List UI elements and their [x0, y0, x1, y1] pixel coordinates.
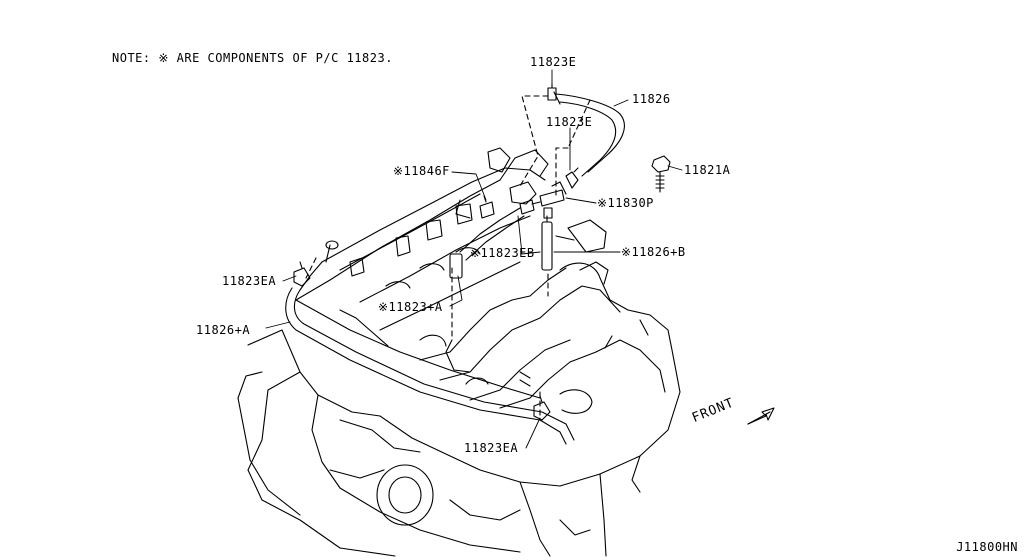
- clip-11823E-mid: [565, 167, 579, 189]
- label-11823E-top: 11823E: [530, 55, 577, 69]
- intake-manifold: [419, 219, 673, 414]
- pcv-valve-11830P: [519, 181, 567, 219]
- dashed-leaders: [305, 95, 591, 421]
- label-11830P: ※11830P: [597, 196, 654, 210]
- label-11846F: ※11846F: [393, 164, 450, 178]
- label-11823EA-left: 11823EA: [222, 274, 277, 288]
- note-text: NOTE: ※ ARE COMPONENTS OF P/C 11823.: [112, 51, 393, 65]
- clip-11823E-top: [547, 83, 557, 101]
- label-11826B: ※11826+B: [621, 245, 686, 259]
- bolt-11821A: [651, 155, 671, 193]
- hose-11826A: [285, 287, 575, 445]
- clip-11823EA-bottom: [533, 395, 551, 421]
- engine-block: [237, 329, 681, 557]
- label-11826A: 11826+A: [196, 323, 251, 337]
- clip-11823EA-left: [293, 261, 311, 287]
- diagram-code: J11800HN: [956, 540, 1018, 554]
- hose-11826B: [541, 215, 553, 271]
- hose-11823EB: [449, 207, 525, 279]
- label-11823EB: ※11823EB: [470, 246, 535, 260]
- label-11826: 11826: [632, 92, 671, 106]
- label-11823E-mid: 11823E: [546, 115, 593, 129]
- label-11821A: 11821A: [684, 163, 731, 177]
- hose-11826: [553, 91, 625, 177]
- label-11823A: ※11823+A: [378, 300, 443, 314]
- clip-11846F: [479, 195, 495, 219]
- valve-cover: [295, 147, 549, 399]
- front-arrow: [747, 407, 775, 425]
- leader-lines: [265, 69, 683, 449]
- label-11823EA-bottom: 11823EA: [464, 441, 519, 455]
